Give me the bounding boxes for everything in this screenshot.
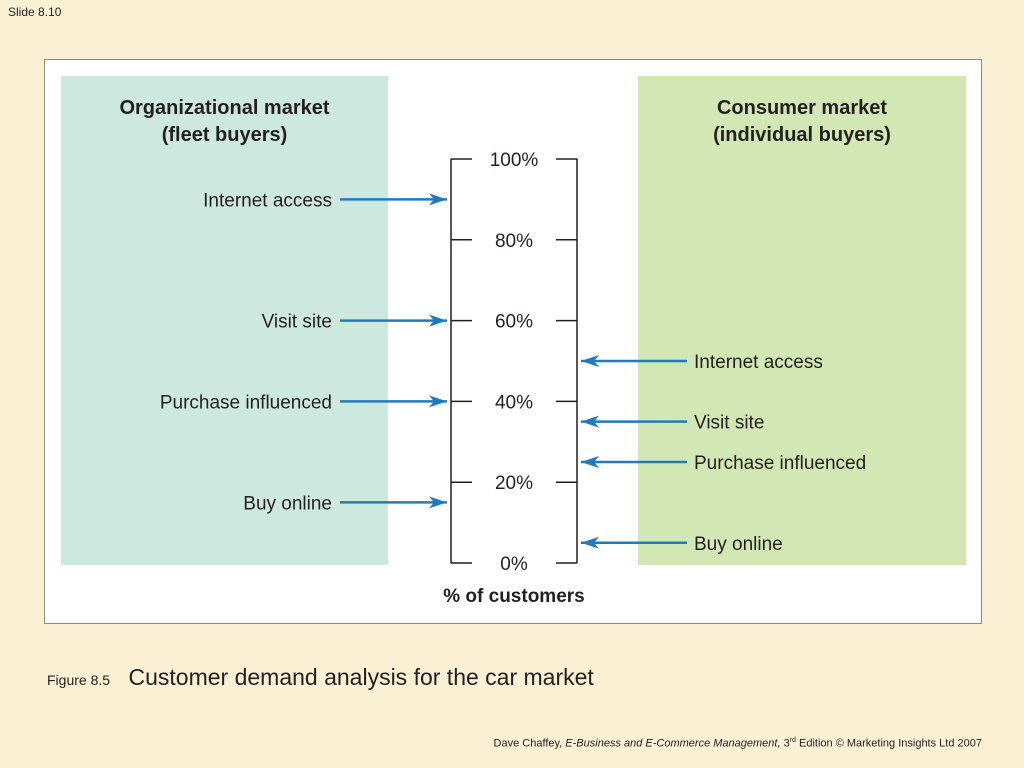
scale-tick-label: 40% xyxy=(495,392,533,413)
consumer-market-title-line1: Consumer market xyxy=(716,97,888,119)
consumer-market-item-label: Visit site xyxy=(694,413,764,434)
footer-edition-suffix: rd xyxy=(789,737,796,744)
consumer-market-item-label: Internet access xyxy=(694,352,823,373)
organizational-market-item-label: Purchase influenced xyxy=(160,392,332,413)
figure-caption: Figure 8.5 Customer demand analysis for … xyxy=(47,664,594,691)
figure-label: Figure 8.5 xyxy=(47,672,111,688)
figure-frame: Organizational market (fleet buyers) Con… xyxy=(44,59,982,624)
organizational-market-title: Organizational market (fleet buyers) xyxy=(61,95,388,149)
footer-book-title: E-Business and E-Commerce Management, xyxy=(565,737,781,750)
consumer-market-title: Consumer market (individual buyers) xyxy=(638,95,966,149)
footer-rest: Edition © Marketing Insights Ltd 2007 xyxy=(799,737,982,750)
organizational-market-item-label: Buy online xyxy=(243,493,332,514)
organizational-market-item-label: Internet access xyxy=(203,190,332,211)
scale-tick-label: 20% xyxy=(495,473,533,494)
consumer-market-panel: Consumer market (individual buyers) xyxy=(638,76,966,565)
figure-title: Customer demand analysis for the car mar… xyxy=(128,664,594,690)
organizational-market-title-line2: (fleet buyers) xyxy=(161,124,288,146)
scale-tick-label: 60% xyxy=(495,312,533,333)
scale-tick-label: 0% xyxy=(500,554,528,575)
organizational-market-item-label: Visit site xyxy=(262,312,332,333)
consumer-market-title-line2: (individual buyers) xyxy=(713,124,891,146)
footer-edition-number: 3 xyxy=(783,737,790,750)
consumer-market-item-label: Purchase influenced xyxy=(694,453,866,474)
footer-citation: Dave Chaffey, E-Business and E-Commerce … xyxy=(494,737,982,750)
scale-tick-label: 100% xyxy=(490,150,539,171)
slide-number: Slide 8.10 xyxy=(8,5,62,19)
organizational-market-panel: Organizational market (fleet buyers) xyxy=(61,76,388,565)
organizational-market-title-line1: Organizational market xyxy=(119,97,330,119)
footer-author: Dave Chaffey, xyxy=(493,737,563,750)
scale-tick-label: 80% xyxy=(495,231,533,252)
demand-scale-diagram: 100% 80% 60% 40% 20% 0% % of customers Internet… xyxy=(160,150,866,607)
consumer-market-item-label: Buy online xyxy=(694,534,783,555)
scale-axis-label: % of customers xyxy=(443,586,584,607)
